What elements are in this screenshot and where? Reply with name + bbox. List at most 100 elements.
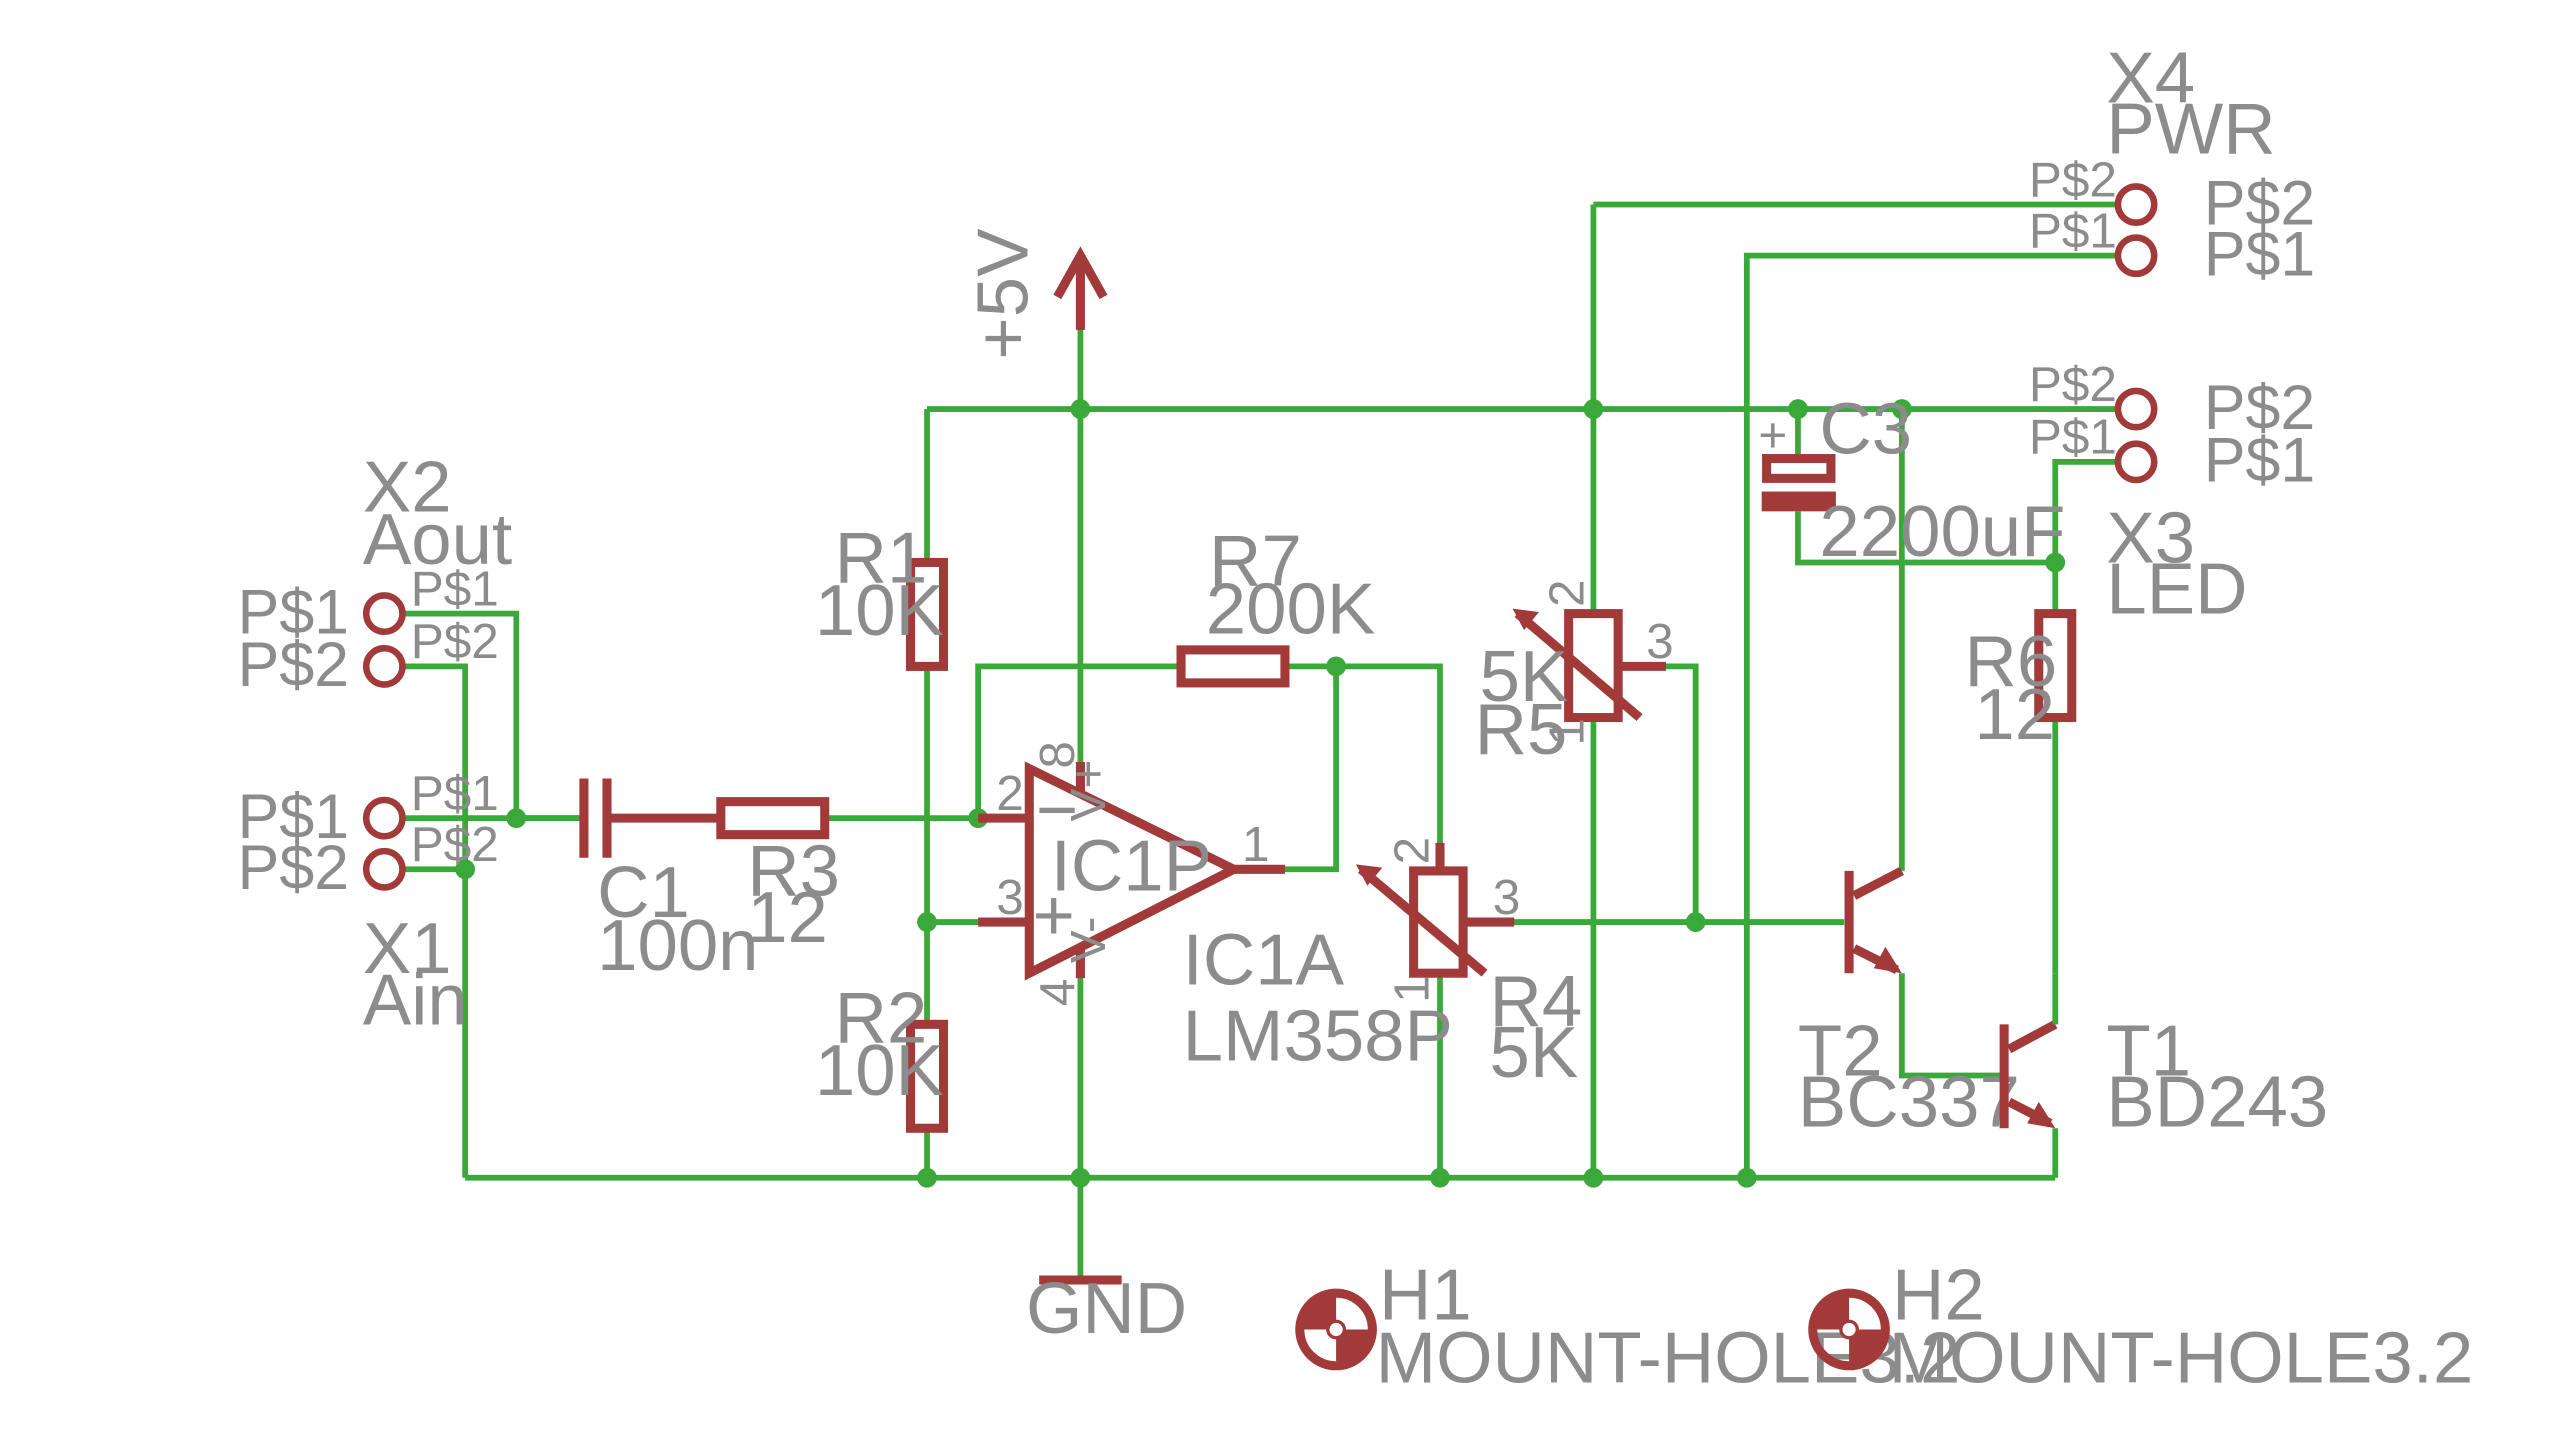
r5-value: 5K [1480, 636, 1569, 717]
ic1-pin2-label: 2 [996, 766, 1024, 821]
x1-pin2-label: P$2 [411, 817, 499, 872]
r6-value: 12 [1974, 674, 2055, 755]
mount-hole-fill-br [1849, 1329, 1886, 1366]
connector-x1: X1 Ain P$1 P$2 P$1 P$2 [238, 766, 499, 1040]
x1-value: Ain [363, 959, 468, 1040]
junction [1736, 1167, 1757, 1188]
t2-arrow-icon [1873, 946, 1902, 974]
x1-pad1-label: P$1 [238, 782, 350, 852]
opamp-ic1[interactable]: IC1P − + V+ V- 2 3 1 8 4 IC1A LM358P [978, 741, 1453, 1077]
t1-value: BD243 [2106, 1062, 2328, 1143]
wire-x2-p2 [404, 663, 469, 1178]
transistor-t1[interactable]: T1 BD243 [1999, 973, 2328, 1143]
pad-x1-p1[interactable] [362, 796, 406, 840]
r5-name: R5 [1475, 689, 1568, 770]
x2-pin1-label: P$1 [411, 561, 499, 616]
junction [917, 912, 937, 932]
mount-hole-h2: H2 MOUNT-HOLE3.2 [1808, 1255, 2473, 1398]
wire-feedback-left [975, 663, 1180, 819]
x2-value: Aout [363, 499, 512, 580]
pad-x3-p1[interactable] [2114, 440, 2158, 484]
x3-value: LED [2106, 549, 2247, 630]
c3-plate-minus [1761, 491, 1836, 512]
t2-value: BC337 [1798, 1062, 2020, 1143]
mount-hole-center-icon [1326, 1319, 1346, 1340]
ic1-pin4-label: 4 [1030, 979, 1085, 1007]
capacitor-c3[interactable]: + C3 2200uF [1758, 389, 2065, 572]
wires [404, 201, 2117, 1277]
potentiometer-r5[interactable]: 2 3 1 5K R5 [1475, 579, 1674, 769]
r2-name: R2 [835, 977, 928, 1058]
x4-pad1-label: P$1 [2204, 219, 2316, 289]
x4-value: PWR [2106, 88, 2275, 169]
resistor-r2[interactable]: R2 10K [815, 977, 949, 1133]
x2-pad2-label: P$2 [238, 630, 350, 700]
pad-x4-p1[interactable] [2114, 234, 2158, 278]
transistor-t2[interactable]: T2 BC337 [1798, 866, 2020, 1143]
pad-x2-p1[interactable] [362, 592, 406, 636]
ic1-plus-sign: + [1033, 875, 1075, 956]
r4-name: R4 [1489, 961, 1582, 1042]
r7-body [1176, 645, 1290, 688]
pad-x1-p2[interactable] [362, 847, 406, 891]
t1-arrow-icon [2027, 1101, 2056, 1129]
ic1-minus-sign: − [1036, 770, 1078, 851]
connector-x4: X4 PWR P$2 P$1 P$2 P$1 [2029, 37, 2315, 289]
c3-value: 2200uF [1819, 491, 2065, 572]
supply-5v: +5V [963, 228, 1108, 360]
r6-name: R6 [1965, 621, 2058, 702]
vcc-label: +5V [963, 228, 1044, 360]
junction [1583, 1167, 1604, 1188]
c3-polarity-icon: + [1758, 408, 1787, 463]
potentiometer-r4[interactable]: 2 3 1 R4 5K [1355, 837, 1582, 1093]
pad-x4-p2[interactable] [2114, 183, 2158, 226]
t2-name: T2 [1798, 1010, 1883, 1091]
c1-value: 100n [597, 905, 758, 986]
r6-body [2034, 609, 2077, 723]
r4-value: 5K [1489, 1012, 1578, 1093]
junction [1583, 399, 1604, 419]
mount-hole-fill-br [1336, 1329, 1373, 1366]
wire-t2-emitter [1898, 973, 2005, 1079]
r5-wiper-icon [1514, 610, 1643, 721]
capacitor-c1[interactable]: C1 100n [516, 778, 759, 986]
r4-arrow-icon [1355, 864, 1383, 886]
junction [1891, 399, 1912, 419]
r5-arrow-icon [1512, 608, 1539, 631]
t2-collector [1851, 866, 1904, 900]
pad-x2-p2[interactable] [362, 644, 406, 688]
connector-x2: X2 Aout P$1 P$2 P$1 P$2 [238, 446, 513, 700]
x3-pin1-label: P$1 [2029, 410, 2117, 465]
c1-name: C1 [597, 852, 690, 933]
x4-pin2-label: P$2 [2029, 152, 2117, 207]
junction [1070, 1167, 1091, 1188]
mount-hole-fill-tl [1299, 1293, 1337, 1330]
r1-name: R1 [835, 517, 928, 598]
ic1-inner-label: IC1P [1051, 826, 1212, 907]
x3-pad2-label: P$2 [2204, 373, 2316, 443]
t1-collector [2006, 1020, 2058, 1054]
r3-value: 12 [747, 877, 828, 958]
r2-body [905, 1019, 949, 1133]
resistor-r6[interactable]: R6 12 [1965, 609, 2077, 755]
mount-hole-h1: H1 MOUNT-HOLE3.2 [1295, 1255, 1960, 1398]
r5-pin2-label: 2 [1540, 579, 1595, 607]
x1-pad2-label: P$2 [238, 833, 350, 903]
x3-name: X3 [2106, 497, 2195, 578]
ic1-vminus-label: V- [1061, 917, 1116, 964]
mount-hole-fill-tl [1812, 1293, 1850, 1330]
pad-x3-p2[interactable] [2114, 387, 2158, 431]
r4-pin3-label: 3 [1493, 870, 1521, 925]
resistor-r3[interactable]: R3 12 [716, 797, 840, 958]
x3-pin2-label: P$2 [2029, 357, 2117, 412]
x2-pad1-label: P$1 [238, 577, 350, 647]
wire-x4-p1 [1743, 252, 2117, 1178]
junction [917, 1167, 937, 1188]
x2-pin2-label: P$2 [411, 614, 499, 669]
resistor-r7[interactable]: R7 200K [1176, 521, 1375, 688]
junction [2045, 552, 2066, 573]
r5-pin3-label: 3 [1646, 614, 1674, 669]
ic1-name: IC1A [1183, 920, 1345, 1001]
resistor-r1[interactable]: R1 10K [815, 517, 949, 671]
